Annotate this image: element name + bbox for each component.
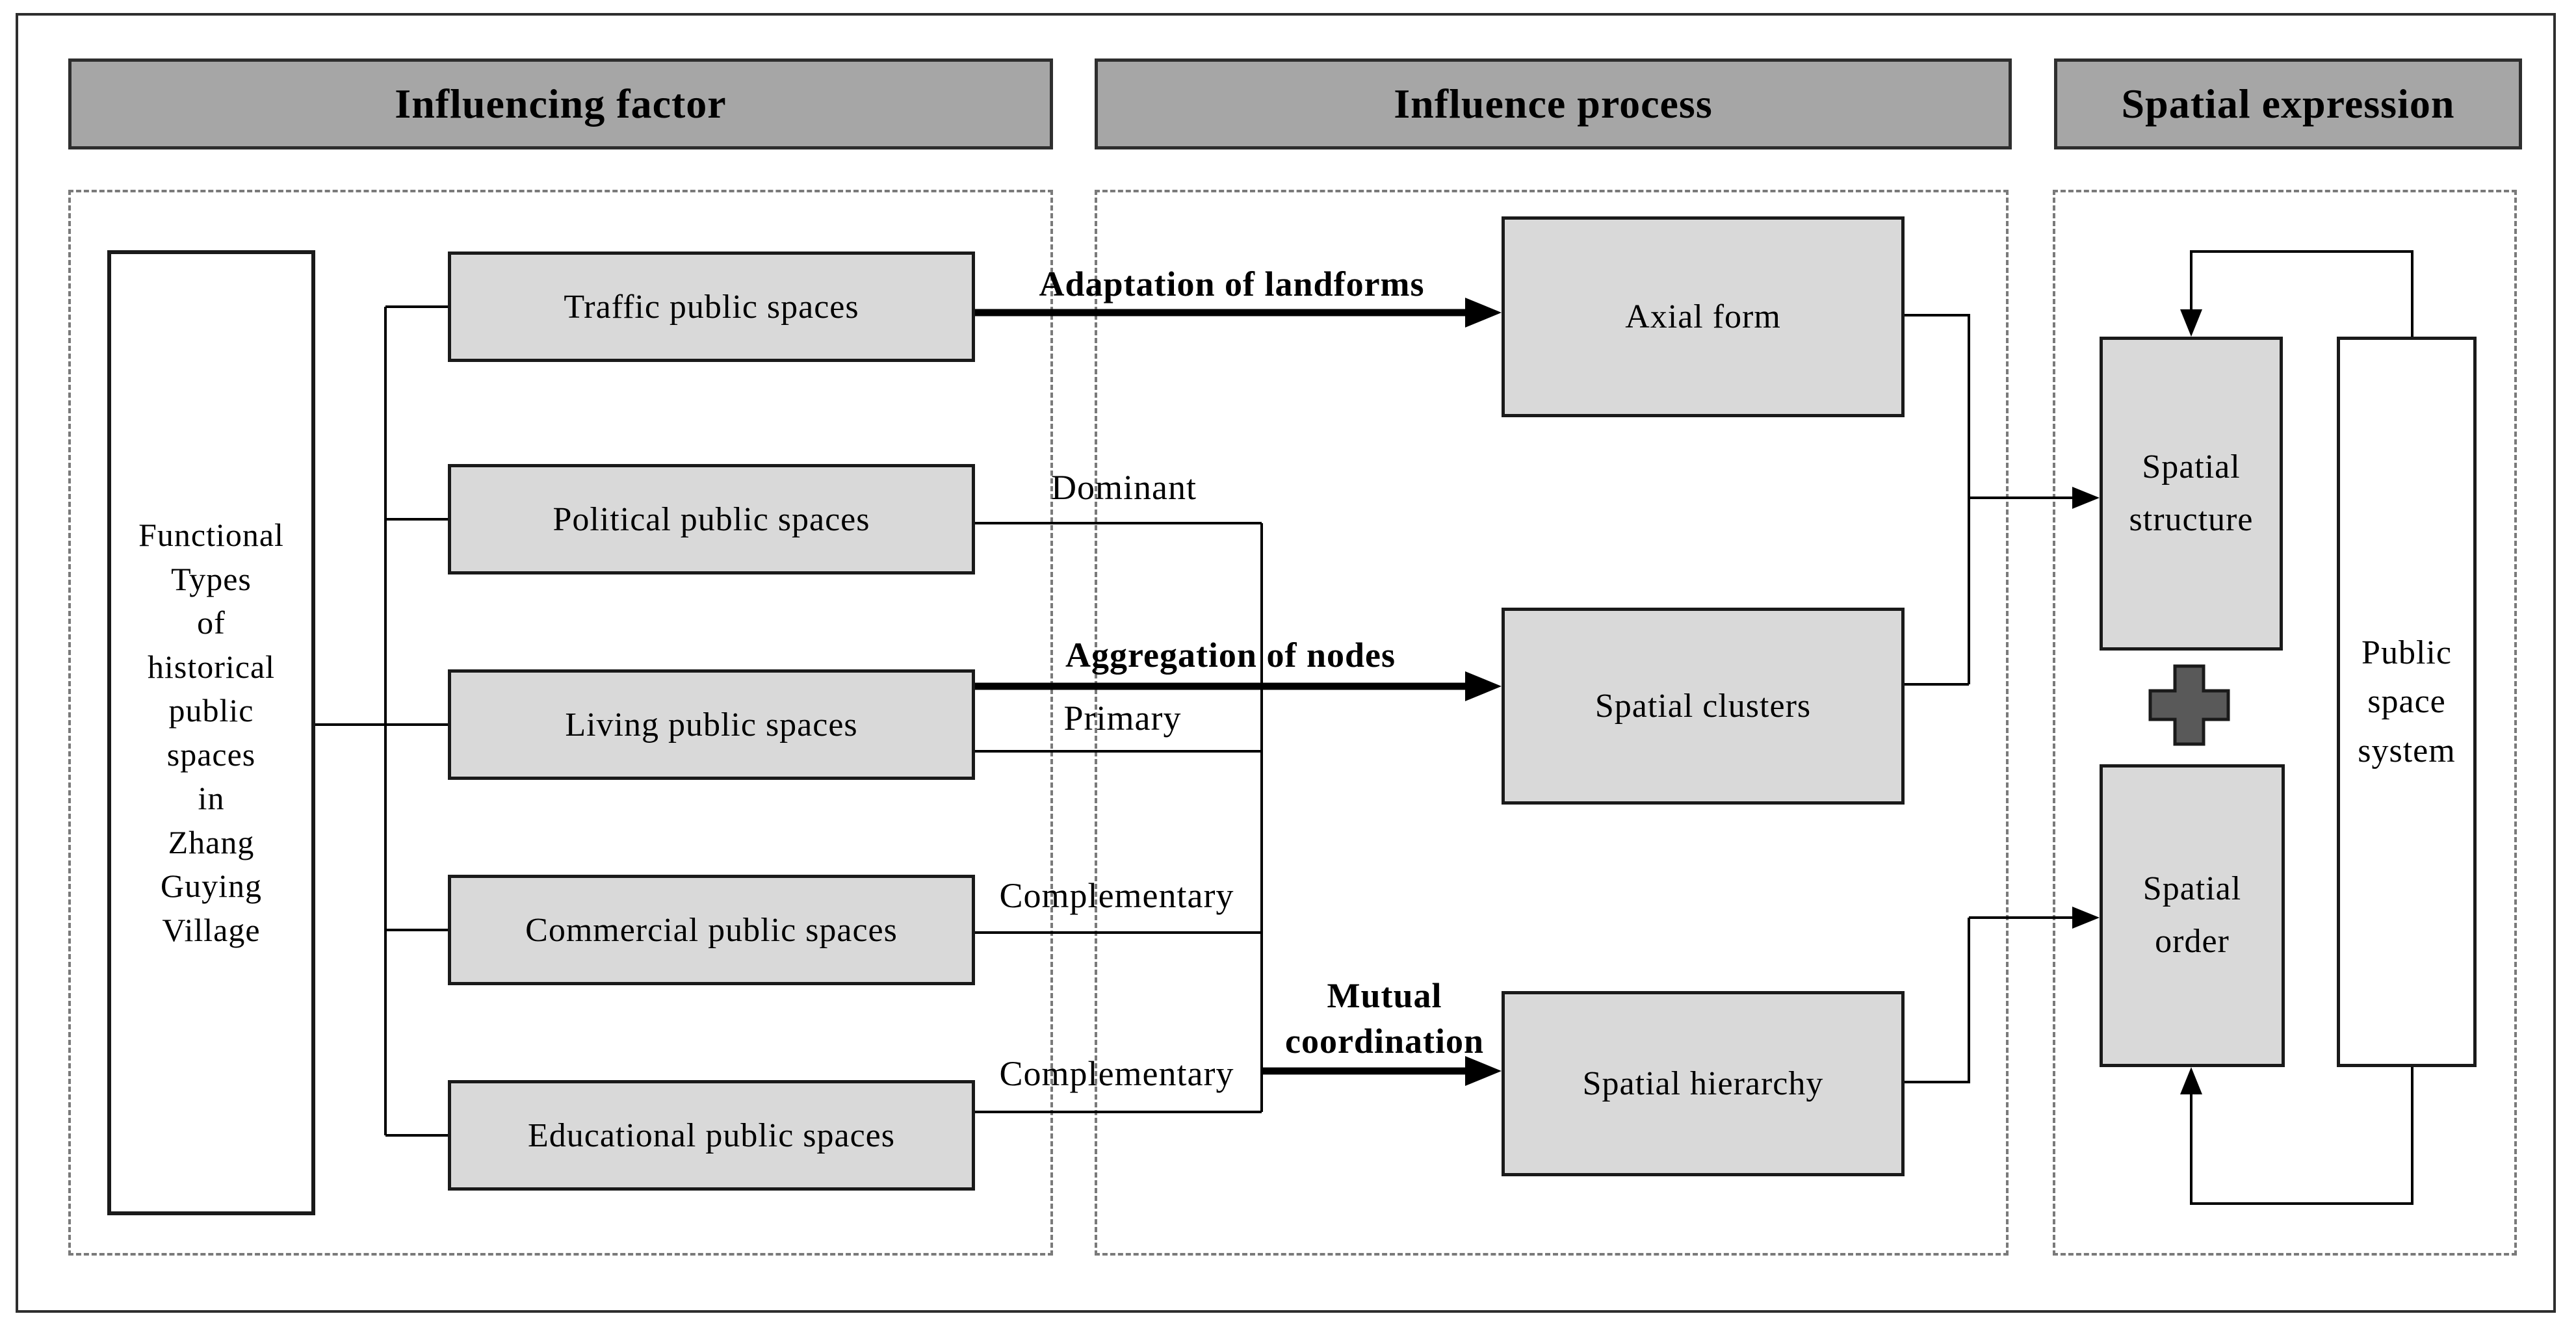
adaptation-arrow-label: Adaptation of landforms [1039,265,1425,303]
box-spatial-order: Spatial order [2100,764,2285,1067]
box-axial-form: Axial form [1502,216,1905,417]
box-functional-types: Functional Types of historical public sp… [107,250,315,1215]
source-to-factors-connector [315,305,448,1137]
feedback-loop-top [2180,250,2413,337]
box-living-public-spaces: Living public spaces [448,669,975,780]
plus-icon [2148,664,2230,746]
header-influence-process: Influence process [1095,58,2012,149]
primary-label: Primary [1063,699,1182,738]
header-influencing-factor: Influencing factor [68,58,1053,149]
box-political-public-spaces: Political public spaces [448,464,975,574]
section-influencing-factor [68,190,1053,1256]
box-traffic-public-spaces: Traffic public spaces [448,252,975,362]
mutual-coordination-arrow-label: Mutual coordination [1284,975,1485,1061]
aggregation-arrow-label: Aggregation of nodes [1065,636,1396,675]
section-influence-process [1095,190,2009,1256]
hierarchy-connector [1905,918,1970,1083]
complementary-label-2: Complementary [999,1054,1234,1093]
box-spatial-clusters: Spatial clusters [1502,608,1905,805]
complementary-label-1: Complementary [999,876,1234,915]
section-spatial-expression [2053,190,2517,1256]
feedback-loop-bottom [2180,1067,2413,1205]
dominant-label: Dominant [1051,468,1197,507]
box-spatial-hierarchy: Spatial hierarchy [1502,991,1905,1176]
box-commercial-public-spaces: Commercial public spaces [448,875,975,985]
header-spatial-expression: Spatial expression [2054,58,2522,149]
outer-frame [16,13,2556,1313]
box-educational-public-spaces: Educational public spaces [448,1080,975,1191]
box-spatial-structure: Spatial structure [2100,337,2283,651]
axial-clusters-merge-connector [1905,314,1970,686]
box-public-space-system: Public space system [2337,337,2477,1067]
